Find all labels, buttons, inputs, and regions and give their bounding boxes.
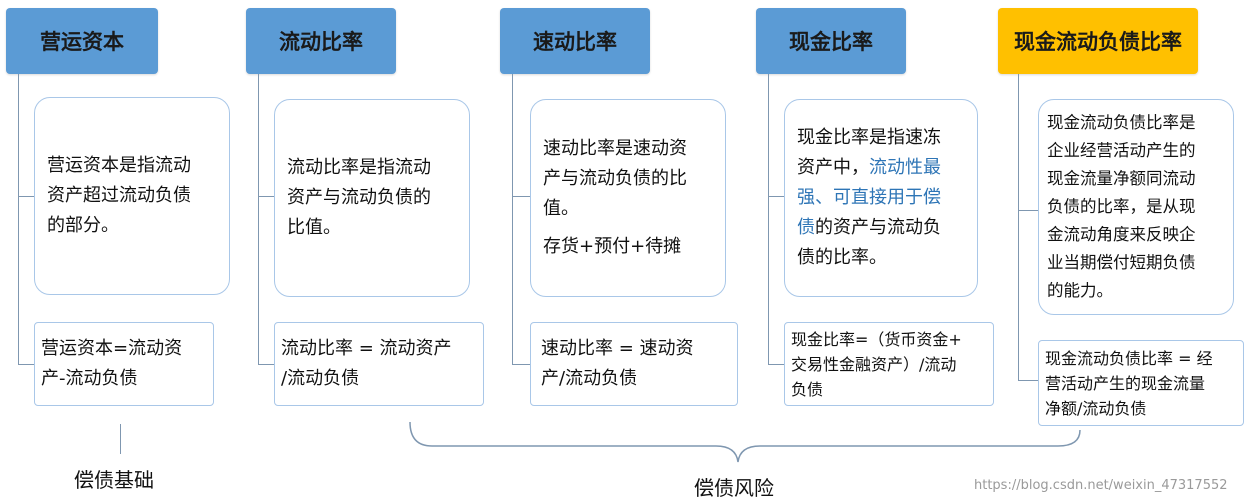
definition-line: 产与流动负债的比	[543, 168, 687, 189]
solvency-risk-label: 偿债风险	[694, 476, 774, 500]
formula-box-current-ratio: 流动比率 = 流动资产 /流动负债	[274, 322, 484, 406]
formula-box-quick-ratio: 速动比率 = 速动资 产/流动负债	[530, 322, 738, 406]
connector-line	[18, 196, 34, 197]
definition-line: 现金比率是指速冻	[797, 127, 941, 148]
definition-line: 业当期偿付短期负债	[1047, 253, 1196, 272]
formula-line: 交易性金融资产）/流动	[791, 354, 957, 374]
formula-line: 营活动产生的现金流量	[1045, 373, 1206, 393]
connector-line	[768, 74, 769, 364]
formula-box-cash-ratio: 现金比率=（货币资金+ 交易性金融资产）/流动 负债	[784, 322, 994, 406]
connector-line	[1018, 210, 1038, 211]
formula-line: 净额/流动负债	[1045, 398, 1147, 418]
definition-line: 流动比率是指流动	[287, 157, 431, 178]
definition-line: 资产中，流动性最	[797, 153, 965, 183]
formula-line: 流动比率 = 流动资产	[281, 338, 452, 359]
plain-text: 的资产与流动负	[815, 217, 941, 238]
definition-box-cash-ratio: 现金比率是指速冻 资产中，流动性最 强、可直接用于偿 债的资产与流动负 债的比率…	[784, 99, 978, 297]
definition-box-cash-flow-liability-ratio: 现金流动负债比率是 企业经营活动产生的 现金流量净额同流动 负债的比率，是从现 …	[1038, 99, 1234, 315]
connector-line	[512, 74, 513, 364]
plain-text: 资产中，	[797, 157, 869, 178]
definition-box-current-ratio: 流动比率是指流动 资产与流动负债的 比值。	[274, 99, 470, 297]
connector-line	[512, 196, 530, 197]
formula-line: 现金流动负债比率 = 经	[1045, 348, 1213, 368]
definition-line: 值。	[543, 198, 579, 219]
formula-line: /流动负债	[281, 368, 360, 389]
definition-line: 资产与流动负债的	[287, 187, 431, 208]
definition-line: 金流动角度来反映企	[1047, 225, 1196, 244]
formula-box-working-capital: 营运资本=流动资 产-流动负债	[34, 322, 214, 406]
definition-line: 现金流量净额同流动	[1047, 169, 1196, 188]
header-working-capital: 营运资本	[6, 8, 158, 74]
definition-line: 速动比率是速动资	[543, 138, 687, 159]
highlight-text: 强、可直接用于偿	[797, 187, 941, 208]
header-cash-ratio: 现金比率	[756, 8, 906, 74]
highlight-text: 债	[797, 217, 815, 238]
definition-line: 企业经营活动产生的	[1047, 141, 1196, 160]
formula-box-cash-flow-liability-ratio: 现金流动负债比率 = 经 营活动产生的现金流量 净额/流动负债	[1038, 340, 1244, 426]
formula-line: 产-流动负债	[41, 368, 138, 389]
connector-line	[258, 364, 274, 365]
connector-line	[18, 74, 19, 364]
connector-line	[512, 364, 530, 365]
connector-line	[258, 74, 259, 364]
definition-line: 负债的比率，是从现	[1047, 197, 1196, 216]
formula-line: 负债	[791, 379, 824, 399]
connector-line	[768, 364, 784, 365]
definition-line: 比值。	[287, 217, 341, 238]
basis-connector	[120, 424, 121, 454]
connector-line	[258, 196, 274, 197]
definition-line: 债的比率。	[797, 247, 887, 268]
formula-line: 现金比率=（货币资金+	[791, 329, 962, 349]
definition-line: 营运资本是指流动	[47, 155, 191, 176]
header-quick-ratio: 速动比率	[500, 8, 650, 74]
highlight-text: 流动性最	[869, 157, 941, 178]
definition-line: 的部分。	[47, 215, 119, 236]
watermark: https://blog.csdn.net/weixin_47317552	[974, 478, 1228, 493]
connector-line	[18, 364, 34, 365]
definition-line: 现金流动负债比率是	[1047, 113, 1196, 132]
header-cash-flow-liability-ratio: 现金流动负债比率	[998, 8, 1198, 74]
formula-line: 产/流动负债	[541, 368, 638, 389]
connector-line	[1018, 380, 1038, 381]
connector-line	[1018, 74, 1019, 380]
solvency-basis-label: 偿债基础	[74, 468, 154, 492]
definition-line: 资产超过流动负债	[47, 185, 191, 206]
definition-line: 的能力。	[1047, 281, 1113, 300]
definition-box-working-capital: 营运资本是指流动 资产超过流动负债 的部分。	[34, 97, 230, 295]
formula-line: 营运资本=流动资	[41, 338, 183, 359]
connector-line	[768, 196, 784, 197]
definition-box-quick-ratio: 速动比率是速动资 产与流动负债的比 值。 存货+预付+待摊	[530, 99, 726, 297]
formula-line: 速动比率 = 速动资	[541, 338, 694, 359]
inventory-note: 存货+预付+待摊	[543, 236, 682, 257]
definition-line: 债的资产与流动负	[797, 213, 965, 243]
header-current-ratio: 流动比率	[246, 8, 396, 74]
